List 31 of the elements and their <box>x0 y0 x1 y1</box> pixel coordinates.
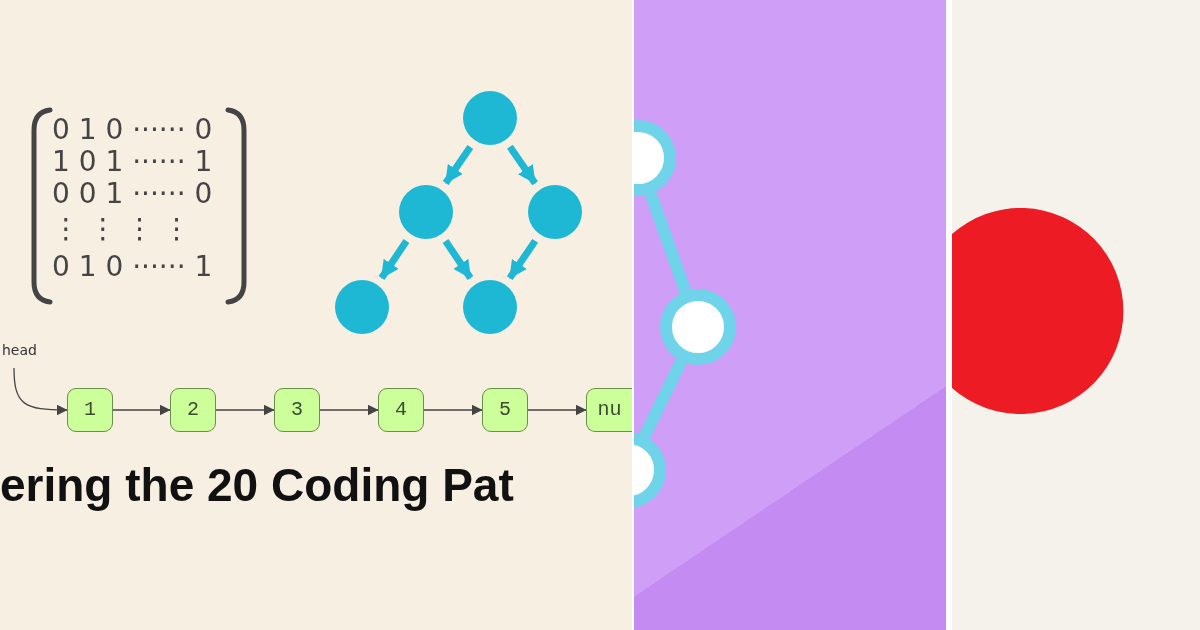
arrow <box>423 404 483 416</box>
matrix-row: 1 0 1 ······ 1 <box>52 147 213 177</box>
arrow <box>378 239 410 280</box>
matrix-row: 0 1 0 ······ 0 <box>52 115 213 145</box>
connector-line <box>639 358 687 439</box>
list-node-box: 4 <box>378 388 424 432</box>
arrow <box>215 404 275 416</box>
tree-node-circle <box>399 185 453 239</box>
list-node-box: 1 <box>67 388 113 432</box>
heading: ering the 20 Coding Pat <box>0 458 514 512</box>
list-node-box: 5 <box>482 388 528 432</box>
arrow <box>442 239 474 280</box>
pointer-label: head <box>2 340 42 360</box>
tree-node-circle <box>335 280 389 334</box>
list-node-box: 2 <box>170 388 216 432</box>
arrow <box>442 144 474 186</box>
tree-node-circle <box>463 91 517 145</box>
list-node-box: nu <box>586 388 632 432</box>
arrow <box>506 238 539 281</box>
arrow <box>527 404 587 416</box>
arrow <box>507 144 538 186</box>
connector-line <box>645 191 691 294</box>
matrix-row: 0 0 1 ······ 0 <box>52 179 213 209</box>
matrix-row: 0 1 0 ······ 1 <box>52 252 213 282</box>
arrow <box>319 404 379 416</box>
matrix-row: ⋮ ⋮ ⋮ ⋮ <box>52 214 191 244</box>
tree-node-circle <box>528 185 582 239</box>
tree-node-circle <box>463 280 517 334</box>
arrow <box>112 404 171 416</box>
list-node-box: 3 <box>274 388 320 432</box>
arrow <box>13 367 68 416</box>
